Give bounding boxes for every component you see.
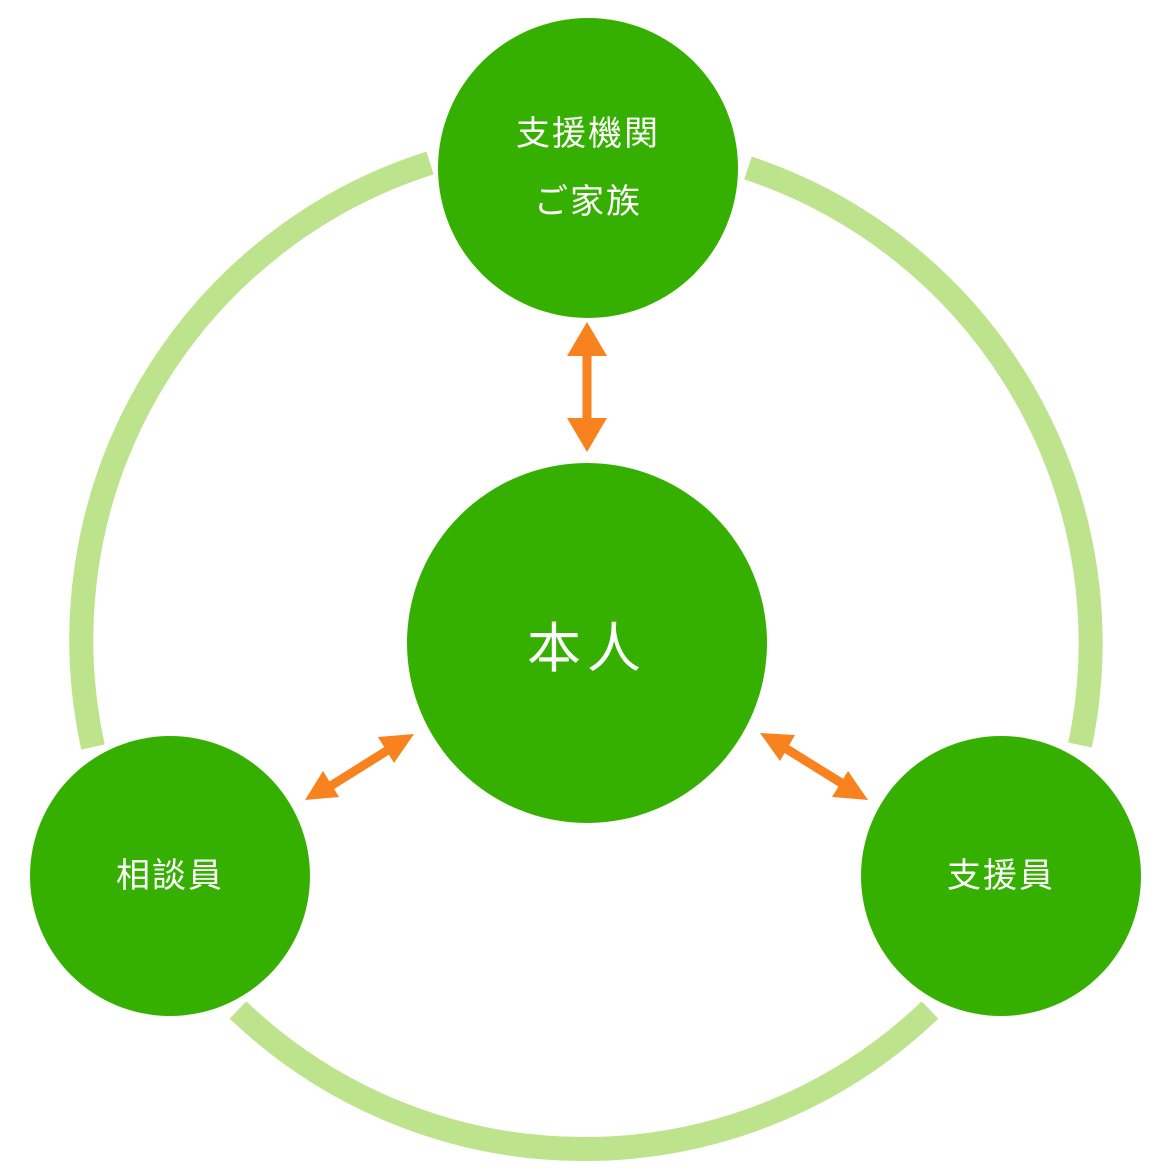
node-supporter: 支援員 (861, 736, 1141, 1016)
ring-arc-left (69, 151, 434, 750)
node-center-label: 本人 (527, 616, 647, 680)
node-left-label: 相談員 (116, 856, 224, 896)
node-top-line-1: 支援機関 (516, 114, 660, 154)
node-top-line-2: ご家族 (534, 182, 642, 222)
ring-arc-right (744, 156, 1103, 748)
arrow-left-center (305, 734, 414, 800)
node-right-label: 支援員 (947, 856, 1055, 896)
node-support-agency-family: 支援機関 ご家族 (438, 18, 738, 318)
node-self: 本人 (407, 463, 767, 823)
arrow-top-center (567, 322, 607, 452)
arrow-right-center (760, 733, 868, 800)
node-counselor: 相談員 (30, 736, 310, 1016)
ring-arc-bottom (229, 1001, 939, 1162)
